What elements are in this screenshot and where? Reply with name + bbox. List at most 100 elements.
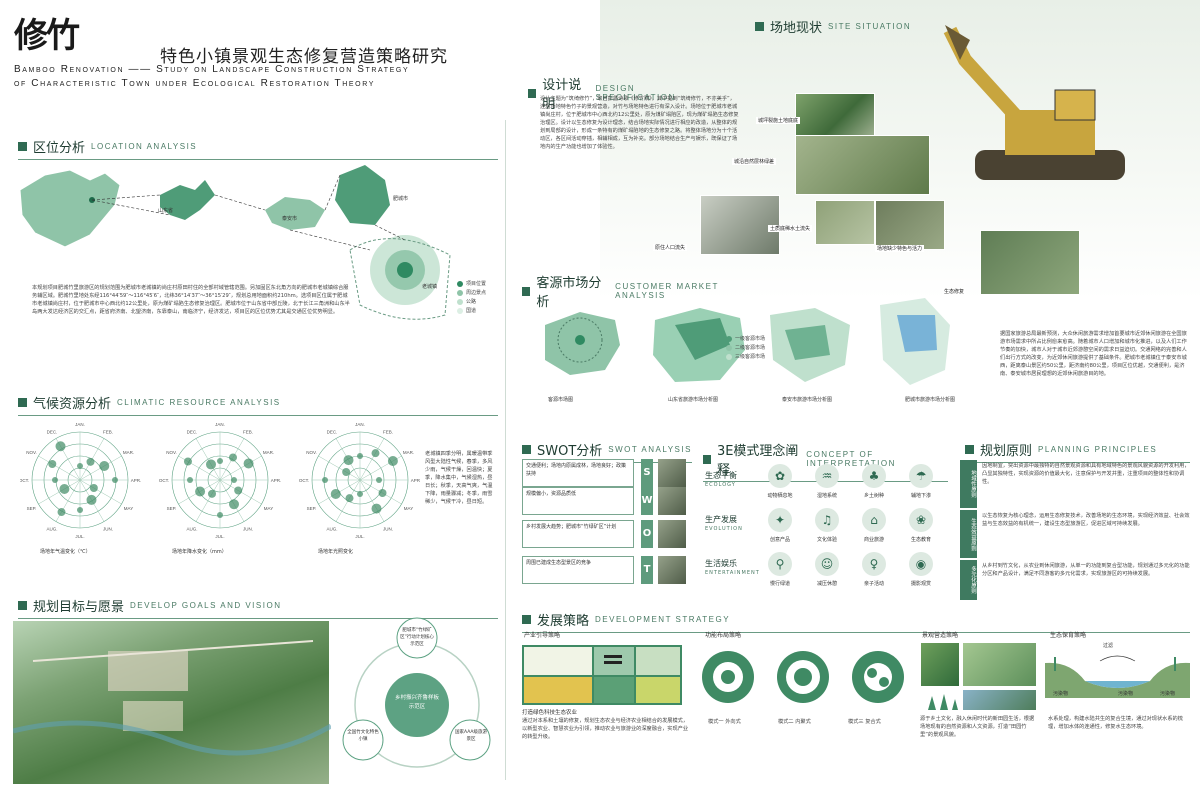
concept-icon: ♣ xyxy=(862,464,886,488)
concept-row-title: 生活娱乐 xyxy=(705,559,737,568)
radial-dot xyxy=(345,494,354,503)
radial-dot xyxy=(357,491,363,497)
landscape-photo-3 xyxy=(962,689,1037,711)
vision-label-top: 肥城市“竹绿矿区”行动计划核心示范区 xyxy=(400,628,434,647)
concept-icon: ⌂ xyxy=(862,508,886,532)
radial-dot xyxy=(59,484,70,494)
climate-caption-temp: 场地年气温变化（℃） xyxy=(40,549,91,555)
month-label: MAR. xyxy=(403,450,414,455)
swot-letter-w: W xyxy=(641,487,653,515)
radial-dot xyxy=(342,468,351,476)
concept-icon-label: 生态教育 xyxy=(910,537,931,543)
climate-section-title: 气候资源分析 Climatic Resource Analysis xyxy=(18,393,498,416)
month-label: DEC. xyxy=(187,430,198,435)
tree-icon xyxy=(928,694,958,710)
concept-row-subtitle: Evolution xyxy=(705,526,743,532)
month-label: APR. xyxy=(411,478,420,483)
radial-dot xyxy=(231,477,237,483)
radial-dot xyxy=(371,449,380,458)
legend-item: 三级客源市场 xyxy=(726,353,765,360)
concept-icon: ☺ xyxy=(815,552,839,576)
concept-icon-label: 辅地下渗 xyxy=(910,493,931,499)
month-label: OCT. xyxy=(20,478,29,483)
swot-weakness-box: 规模偏小，资源品质低 xyxy=(522,487,634,515)
eco-text: 水系处理，构建水陆共生的复合生境，通过对现状水系的梳理，增加水体的连通性，修复水… xyxy=(1048,716,1183,731)
market-caption: 泰安市旅游市场分析图 xyxy=(782,397,833,403)
month-label: FEB. xyxy=(243,430,253,435)
month-label: DEC. xyxy=(47,430,58,435)
site-photo-5 xyxy=(875,200,945,250)
principles-section-title: 规划原则 Planning Principles xyxy=(965,440,1190,463)
section-marker-icon xyxy=(522,286,531,296)
dev-sub-eco: 生态保育策略 xyxy=(1050,632,1087,639)
radial-dot xyxy=(322,477,328,483)
section-marker-icon xyxy=(965,445,974,454)
month-label: AUG. xyxy=(326,526,337,531)
month-label: SEP. xyxy=(27,506,37,511)
concept-icon-label: 动物栖息地 xyxy=(767,493,793,499)
section-marker-icon xyxy=(522,615,531,624)
excavator-image xyxy=(943,25,1125,180)
site-photo-4 xyxy=(815,200,875,245)
site-photo-2 xyxy=(795,135,930,195)
concept-row-title: 生态平衡 xyxy=(705,471,737,480)
month-label: SEP. xyxy=(167,506,177,511)
radial-dot xyxy=(187,477,193,483)
principle-text: 因地制宜，突出资源中最独特的自然景观资源和具有地域特色的景观风貌资源的开发利用，… xyxy=(982,463,1190,486)
concept-row-subtitle: Ecology xyxy=(705,482,736,488)
location-section-title: 区位分析 Location Analysis xyxy=(18,137,498,160)
site-tag: 生态修复 xyxy=(942,288,967,295)
radial-dot xyxy=(206,459,216,470)
legend-item: 项目位置 xyxy=(457,280,486,287)
section-marker-icon xyxy=(18,142,27,151)
swot-letter-o: O xyxy=(641,520,653,548)
radial-dot xyxy=(57,508,66,517)
radial-dot xyxy=(86,457,95,466)
vision-label-right: 国家AAA级旅游景区 xyxy=(455,730,487,742)
radial-dot xyxy=(243,458,254,469)
swot-strength-box: 交通便利；场地内原属成林，场地良好；政策扶持 xyxy=(522,459,634,487)
legend-item: 二级客源市场 xyxy=(726,344,765,351)
radial-dot xyxy=(217,512,223,518)
climate-text: 老城镇四季分明，属暖温带季风型大陆性气候，春季，多风少雨，气候干燥，回温快；夏季… xyxy=(425,451,493,506)
month-label: JUL. xyxy=(215,534,224,539)
month-label: OCT. xyxy=(299,478,309,483)
month-label: JUL. xyxy=(75,534,84,539)
aerial-rendering-image xyxy=(12,620,333,785)
swot-opportunity-box: 乡村发展大趋势；肥城市“竹绿矿区”计划 xyxy=(522,520,634,548)
month-label: DEC. xyxy=(327,430,338,435)
month-label: JUN. xyxy=(243,526,253,531)
swot-photo xyxy=(658,487,686,515)
principle-tag: 地域性原则 xyxy=(960,460,977,508)
label-taian: 泰安市 xyxy=(282,216,298,222)
landscape-photo-1 xyxy=(920,642,960,687)
section-marker-icon xyxy=(18,398,27,407)
swot-threat-box: 周围已建成生态型景区的竞争 xyxy=(522,556,634,584)
concept-icon-label: 乡土树种 xyxy=(863,493,884,499)
month-label: JUL. xyxy=(355,534,364,539)
label-feicheng: 肥城市 xyxy=(393,196,409,202)
concept-icon: ❀ xyxy=(909,508,933,532)
eco-label: 污染物 xyxy=(1160,691,1176,697)
radial-dot xyxy=(48,460,57,468)
concept-icon: ✿ xyxy=(768,464,792,488)
radial-spoke xyxy=(195,479,221,522)
radial-dot xyxy=(86,494,97,505)
month-label: AUG. xyxy=(186,526,197,531)
concept-row-subtitle: Entertainment xyxy=(705,570,760,576)
section-marker-icon xyxy=(522,445,531,454)
eco-section-diagram xyxy=(1045,655,1190,698)
radial-dot xyxy=(229,453,237,462)
month-label: JAN. xyxy=(215,422,225,427)
logo: 修竹 xyxy=(14,8,80,57)
development-section-title: 发展策略 Development Strategy xyxy=(522,610,1190,633)
month-label: MAY xyxy=(404,506,413,511)
layout-mode-2: 模式二 内聚式 xyxy=(778,719,811,725)
concept-icon-label: 亲子活动 xyxy=(863,581,884,587)
radial-dot xyxy=(99,461,110,471)
section-marker-icon xyxy=(18,601,27,610)
site-tag: 原住人口流失 xyxy=(653,244,688,251)
month-label: JAN. xyxy=(355,422,365,427)
swot-photo xyxy=(658,556,686,584)
site-tag: 城坪裂施土地底底 xyxy=(756,117,801,124)
